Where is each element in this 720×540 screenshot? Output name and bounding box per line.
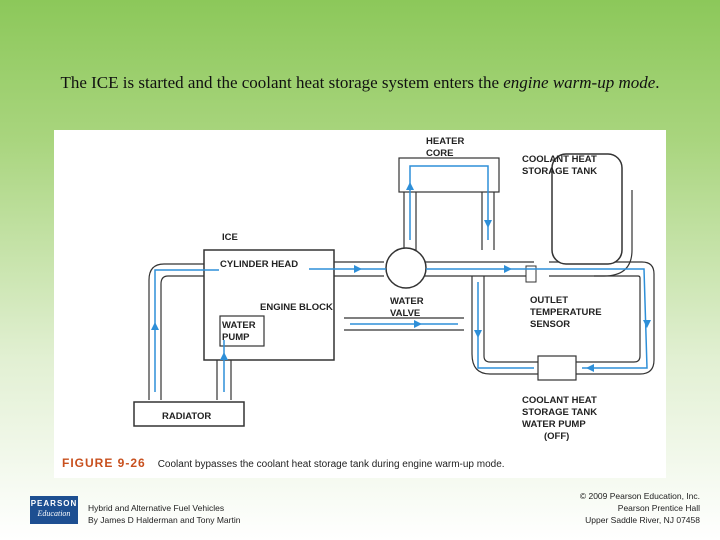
label-water-valve-1: WATER — [390, 296, 424, 307]
heater-core-box — [398, 157, 500, 193]
temp-sensor-shape — [525, 265, 537, 283]
copyright-info: © 2009 Pearson Education, Inc. Pearson P… — [580, 490, 700, 526]
pearson-logo: PEARSON Education — [30, 496, 78, 524]
water-pump-box — [219, 315, 265, 347]
arrowhead — [151, 322, 159, 330]
label-heater-core-1: HEATER — [426, 136, 464, 147]
label-tank-pump-3: WATER PUMP — [522, 419, 586, 430]
radiator-box — [133, 401, 245, 427]
flow-left-loop — [154, 269, 219, 392]
arrowhead — [220, 352, 228, 360]
main-pipe-top — [304, 190, 633, 277]
slide-title: The ICE is started and the coolant heat … — [60, 72, 660, 94]
title-prefix: The ICE is started and the coolant heat … — [60, 73, 504, 92]
arrowhead — [484, 220, 492, 228]
label-engine-block: ENGINE BLOCK — [260, 302, 333, 313]
label-heater-core-2: CORE — [426, 148, 453, 159]
label-outlet-2: TEMPERATURE — [530, 307, 602, 318]
book-title: Hybrid and Alternative Fuel Vehicles — [88, 503, 225, 513]
diagram-labels: HEATER CORE COOLANT HEAT STORAGE TANK IC… — [162, 136, 602, 442]
label-coolant-tank-2: STORAGE TANK — [522, 166, 597, 177]
label-tank-pump-2: STORAGE TANK — [522, 407, 597, 418]
flow-arrowheads — [151, 182, 651, 372]
left-loop-pipe — [148, 263, 224, 400]
figure-panel: HEATER CORE COOLANT HEAT STORAGE TANK IC… — [54, 130, 666, 478]
label-tank-pump-4: (OFF) — [544, 431, 569, 442]
flow-heater — [409, 165, 489, 240]
cooling-system-diagram: HEATER CORE COOLANT HEAT STORAGE TANK IC… — [133, 136, 655, 442]
arrowhead — [586, 364, 594, 372]
title-emphasis: engine warm-up mode — [503, 73, 656, 92]
book-info: Hybrid and Alternative Fuel Vehicles By … — [88, 502, 240, 526]
logo-bottom-text: Education — [37, 509, 71, 518]
book-authors: By James D Halderman and Tony Martin — [88, 515, 241, 525]
title-suffix: . — [655, 73, 660, 92]
arrowhead — [643, 320, 651, 328]
label-radiator: RADIATOR — [162, 411, 211, 422]
figure-caption: FIGURE 9-26 Coolant bypasses the coolant … — [62, 456, 505, 470]
water-valve-shape — [385, 247, 427, 289]
storage-tank-shape — [551, 153, 623, 265]
engine-to-valve-pipe — [344, 317, 464, 331]
label-outlet-3: SENSOR — [530, 319, 570, 330]
figure-caption-text: Coolant bypasses the coolant heat storag… — [157, 459, 505, 470]
arrowhead — [504, 265, 512, 273]
flow-lines — [154, 165, 648, 392]
arrowhead — [414, 320, 422, 328]
arrowhead — [474, 330, 482, 338]
tank-right-pipe — [574, 261, 655, 375]
arrowhead — [354, 265, 362, 273]
label-ice: ICE — [222, 232, 238, 243]
bypass-pipe — [471, 276, 538, 375]
flow-top — [309, 268, 648, 369]
components — [133, 153, 623, 427]
label-water-pump-1: WATER — [222, 320, 256, 331]
copyright-line: © 2009 Pearson Education, Inc. — [579, 491, 700, 501]
publisher-line: Pearson Prentice Hall — [617, 503, 700, 513]
logo-top-text: PEARSON — [30, 499, 78, 508]
location-line: Upper Saddle River, NJ 07458 — [585, 515, 700, 525]
label-coolant-tank-1: COOLANT HEAT — [522, 154, 597, 165]
label-cylinder-head: CYLINDER HEAD — [220, 259, 298, 270]
label-outlet-1: OUTLET — [530, 295, 568, 306]
arrowhead — [406, 182, 414, 190]
flow-bypass — [477, 282, 534, 369]
label-tank-pump-1: COOLANT HEAT — [522, 395, 597, 406]
tank-pump-box — [537, 355, 577, 381]
label-water-pump-2: PUMP — [222, 332, 250, 343]
figure-number: FIGURE 9-26 — [62, 456, 146, 470]
label-water-valve-2: VALVE — [390, 308, 420, 319]
